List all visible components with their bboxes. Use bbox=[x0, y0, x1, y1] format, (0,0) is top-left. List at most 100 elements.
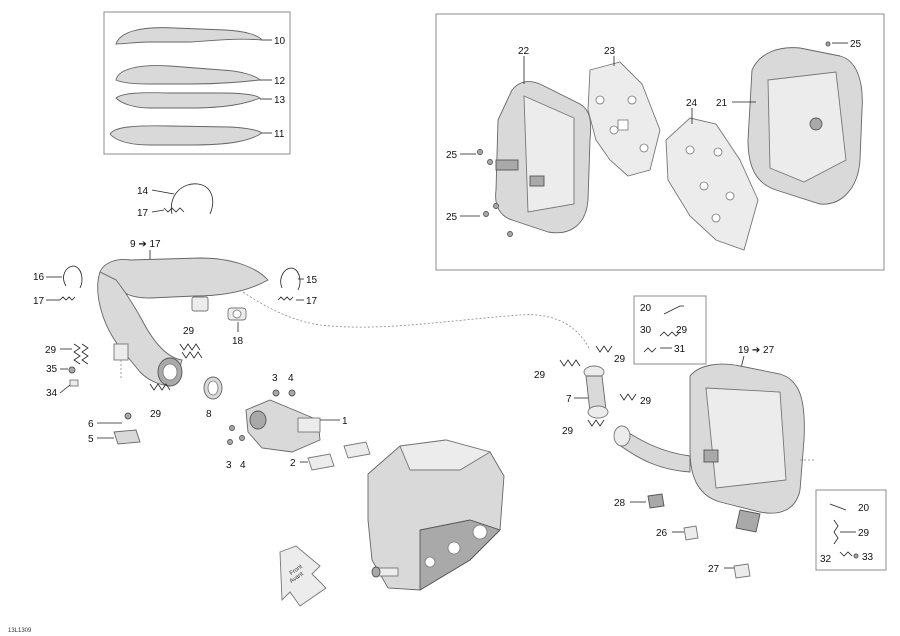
callout-10: 10 bbox=[274, 36, 286, 47]
ring-15 bbox=[280, 267, 301, 291]
callout-29h: 29 bbox=[562, 426, 574, 437]
callout-29c: 29 bbox=[150, 409, 162, 420]
gasket-23 bbox=[587, 61, 661, 177]
tuned-pipe-9 bbox=[97, 257, 269, 387]
spring-29a bbox=[73, 343, 89, 365]
callout-3b: 3 bbox=[226, 460, 232, 471]
callout-29a: 29 bbox=[45, 345, 57, 356]
heat-shield-inset-frame bbox=[103, 11, 291, 155]
muffler-half-22 bbox=[495, 81, 592, 234]
callout-21: 21 bbox=[716, 98, 728, 109]
callout-24: 24 bbox=[686, 98, 698, 109]
spring-29i bbox=[833, 519, 839, 545]
exhaust-manifold-1 bbox=[245, 399, 321, 453]
spring-kit-inset-frame bbox=[633, 295, 707, 365]
spring-29c bbox=[149, 383, 171, 391]
callout-20a: 20 bbox=[640, 303, 652, 314]
callout-17c: 17 bbox=[306, 296, 318, 307]
exhaust-pipe-7 bbox=[583, 365, 691, 473]
spring-29g bbox=[619, 393, 637, 401]
part-33 bbox=[853, 553, 859, 559]
spring-17 bbox=[163, 207, 185, 213]
part-20b bbox=[829, 503, 847, 511]
retaining-ring-14 bbox=[170, 183, 214, 215]
callout-8: 8 bbox=[206, 409, 212, 420]
callout-17b: 17 bbox=[33, 296, 45, 307]
callout-13: 13 bbox=[274, 95, 286, 106]
spring-29h bbox=[587, 419, 605, 427]
callout-5: 5 bbox=[88, 434, 94, 445]
callout-18: 18 bbox=[232, 336, 244, 347]
clamp-18 bbox=[227, 307, 247, 321]
bumper-27 bbox=[733, 563, 751, 579]
callout-35: 35 bbox=[46, 364, 58, 375]
screw-35 bbox=[68, 366, 76, 374]
nut-34 bbox=[69, 379, 79, 387]
fasteners-3-4-upper bbox=[272, 389, 296, 397]
part-31 bbox=[643, 347, 657, 353]
callout-26: 26 bbox=[656, 528, 668, 539]
callout-25a: 25 bbox=[850, 39, 862, 50]
heat-shield-11 bbox=[109, 125, 263, 146]
callout-17a: 17 bbox=[137, 208, 149, 219]
screw-6 bbox=[124, 412, 132, 420]
callout-29f: 29 bbox=[614, 354, 626, 365]
callout-32: 32 bbox=[820, 554, 832, 565]
engine-block bbox=[367, 439, 505, 591]
callout-1: 1 bbox=[342, 416, 348, 427]
callout-31: 31 bbox=[674, 344, 686, 355]
callout-12: 12 bbox=[274, 76, 286, 87]
spring-17c bbox=[277, 296, 294, 301]
callout-6: 6 bbox=[88, 419, 94, 430]
gaskets-2 bbox=[307, 441, 371, 471]
spring-29f bbox=[595, 345, 613, 353]
callout-29g: 29 bbox=[640, 396, 652, 407]
part-20a bbox=[663, 305, 684, 315]
fasteners-3-4-lower bbox=[227, 425, 245, 445]
callout-9-17: 9 ➔ 17 bbox=[130, 239, 161, 250]
callout-19-27: 19 ➔ 27 bbox=[738, 345, 775, 356]
spring-kit-inset-frame-2 bbox=[815, 489, 887, 571]
callout-28: 28 bbox=[614, 498, 626, 509]
callout-33: 33 bbox=[862, 552, 874, 563]
callout-14: 14 bbox=[137, 186, 149, 197]
gasket-ring-8 bbox=[203, 376, 223, 400]
callout-25c: 25 bbox=[446, 212, 458, 223]
spring-29e bbox=[559, 359, 581, 367]
callout-7: 7 bbox=[566, 394, 572, 405]
callout-2: 2 bbox=[290, 458, 296, 469]
callout-25b: 25 bbox=[446, 150, 458, 161]
ring-16 bbox=[63, 265, 83, 289]
pipe-connection-line bbox=[239, 289, 591, 351]
callout-27: 27 bbox=[708, 564, 720, 575]
mount-5 bbox=[113, 429, 141, 445]
callout-29d: 29 bbox=[676, 325, 688, 336]
callout-29e: 29 bbox=[534, 370, 546, 381]
bumper-26 bbox=[683, 525, 699, 541]
pipe-bracket bbox=[113, 343, 129, 361]
callout-3a: 3 bbox=[272, 373, 278, 384]
figure-id: 13L1309 bbox=[8, 628, 32, 634]
callout-11: 11 bbox=[274, 129, 285, 140]
callout-22: 22 bbox=[518, 46, 530, 57]
gasket-24 bbox=[665, 117, 759, 251]
callout-16: 16 bbox=[33, 272, 45, 283]
callout-29b: 29 bbox=[183, 326, 195, 337]
callout-4b: 4 bbox=[240, 460, 246, 471]
callout-34: 34 bbox=[46, 388, 58, 399]
callout-23: 23 bbox=[604, 46, 616, 57]
spring-30 bbox=[659, 331, 681, 337]
front-direction-arrow: Front Avant bbox=[279, 545, 327, 607]
muffler-shell-21 bbox=[747, 47, 863, 205]
callout-20b: 20 bbox=[858, 503, 870, 514]
heat-shield-10 bbox=[115, 27, 264, 45]
muffler-assembly-19 bbox=[689, 363, 805, 533]
callout-15: 15 bbox=[306, 275, 318, 286]
spring-29b bbox=[179, 343, 203, 359]
callout-30: 30 bbox=[640, 325, 652, 336]
spring-17b bbox=[59, 296, 76, 301]
callout-4a: 4 bbox=[288, 373, 294, 384]
muffler-inset-frame bbox=[435, 13, 885, 271]
part-32 bbox=[839, 551, 853, 557]
